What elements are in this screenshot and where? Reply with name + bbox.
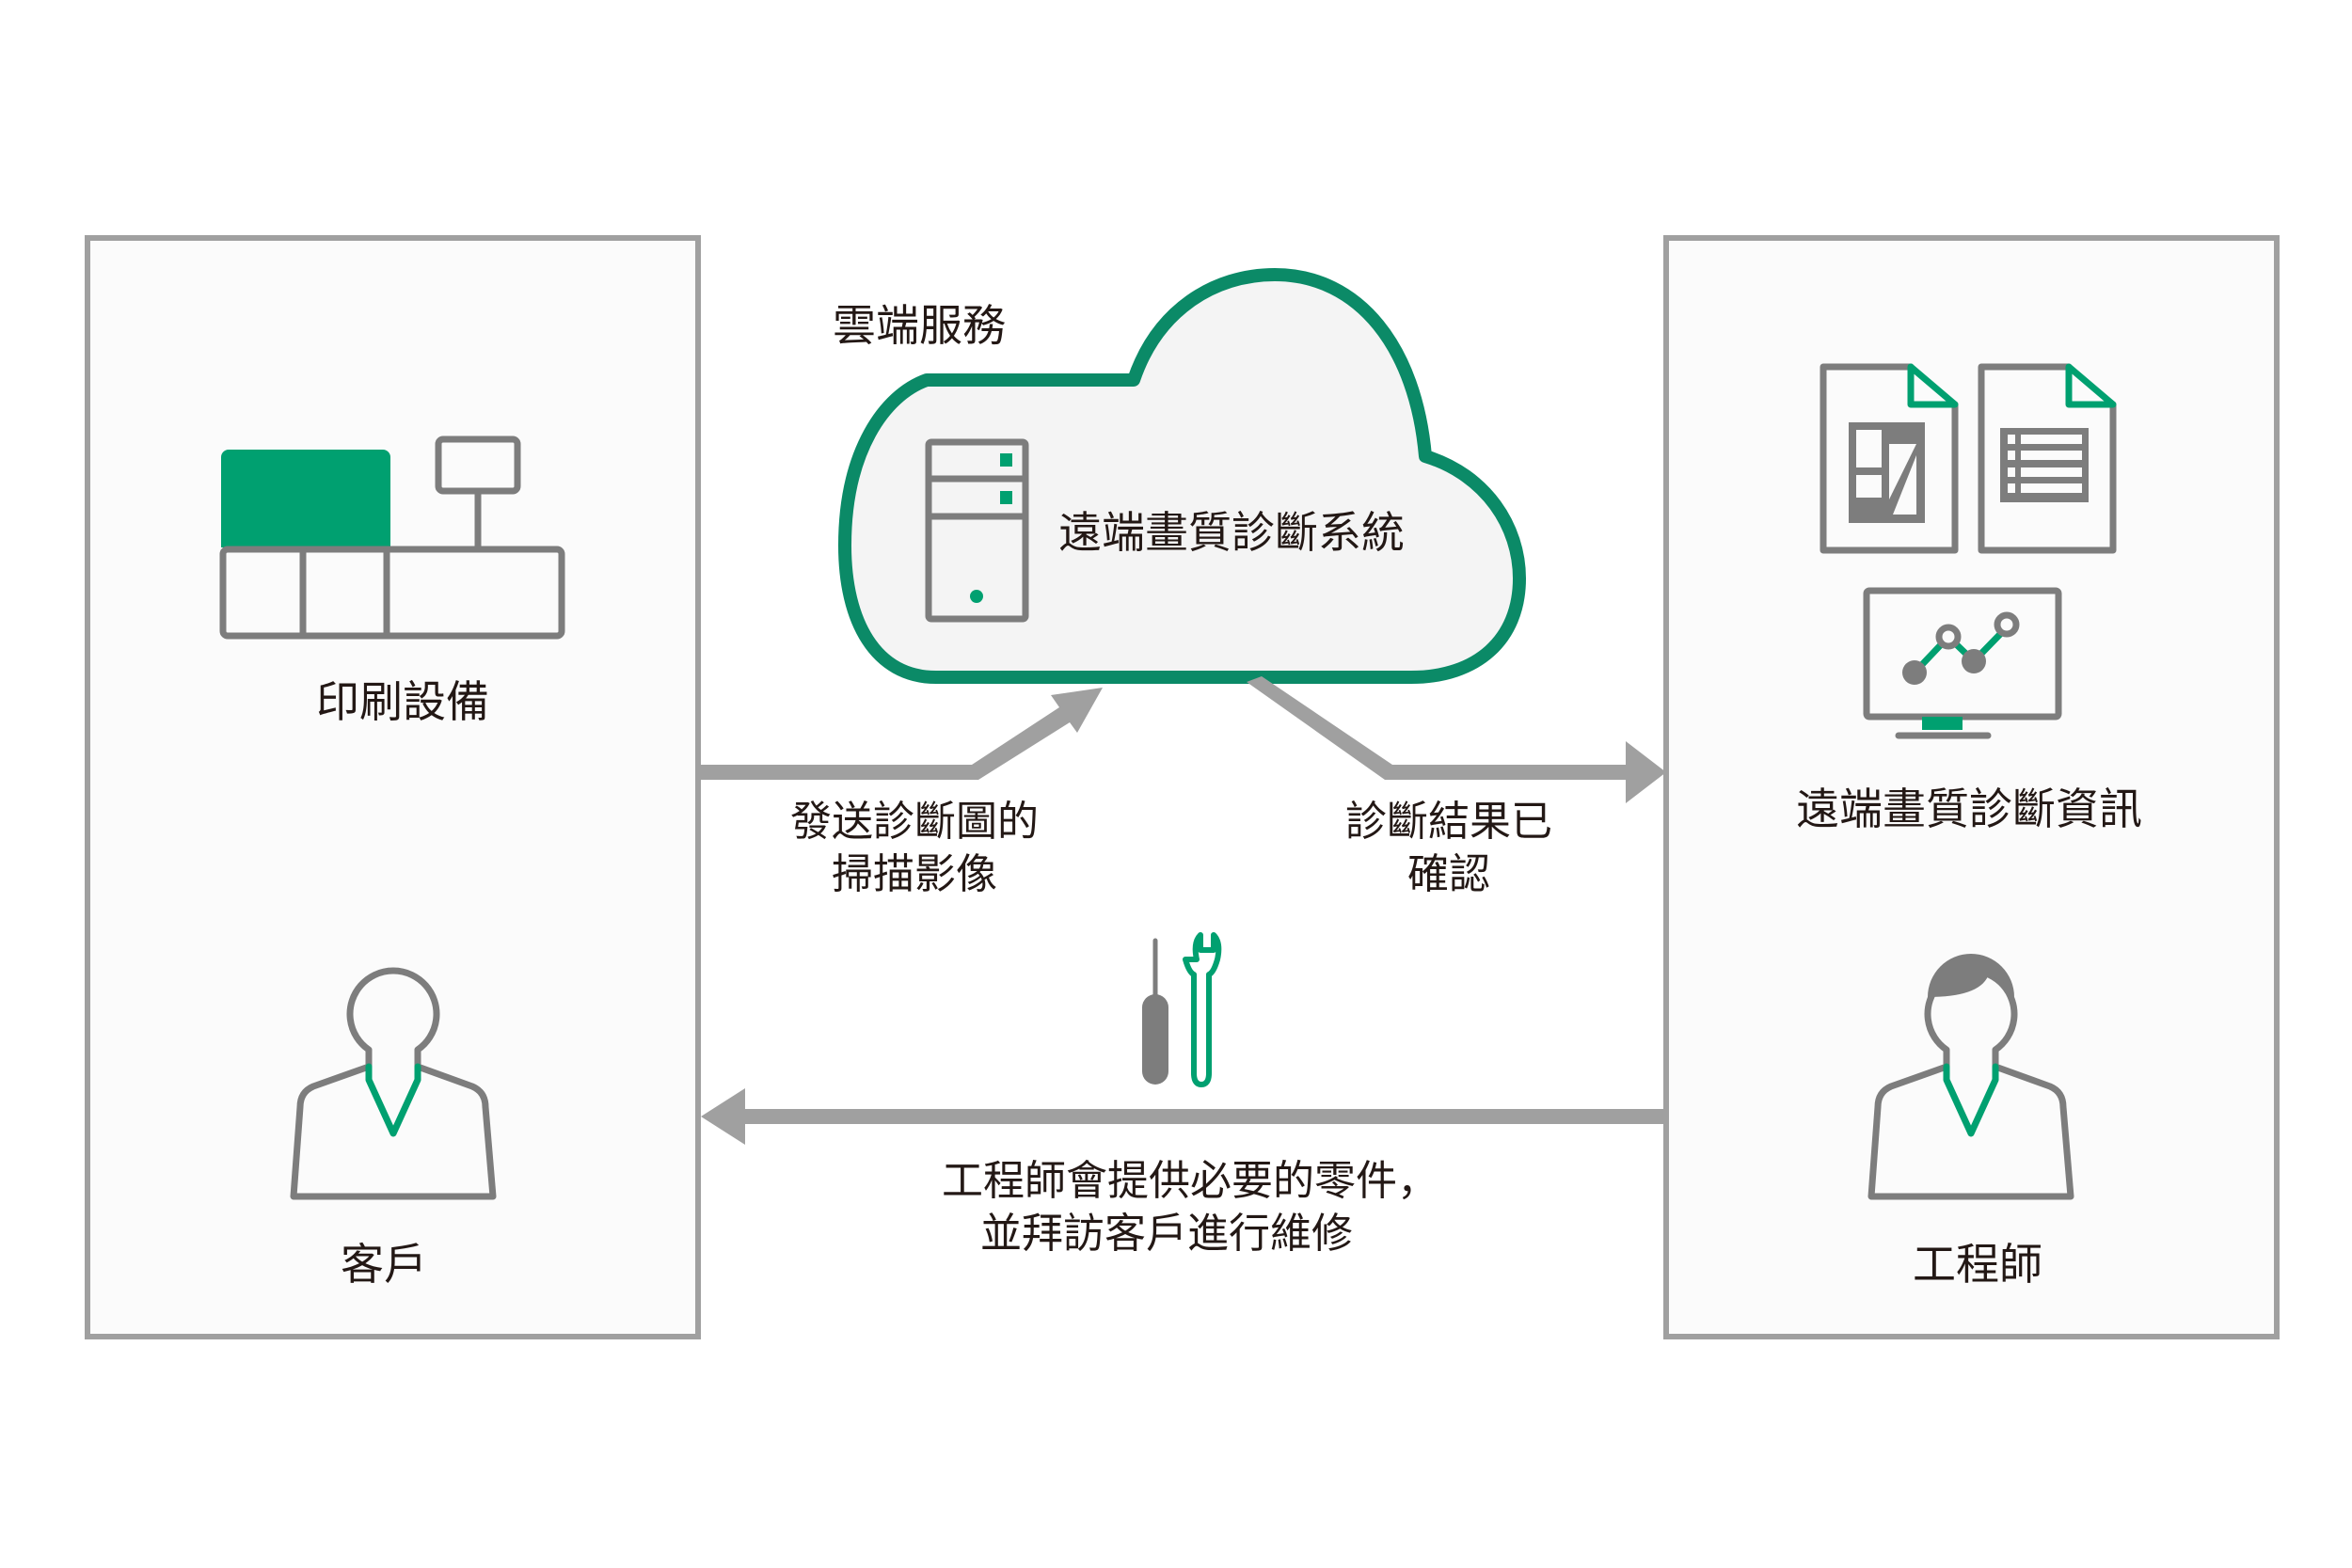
engineer-label: 工程師: [1913, 1239, 2042, 1290]
diagnosis-info-label: 遠端畫質診斷資訊: [1796, 784, 2142, 834]
cloud-shape: [838, 268, 1526, 684]
line-chart-monitor-icon: [1863, 587, 2062, 739]
diagnosis-system-label: 遠端畫質診斷系統: [1058, 507, 1405, 558]
customer-panel: 印刷設備 客戶: [85, 235, 701, 1339]
result-arrow: [1247, 676, 1666, 803]
chart-document-icon: [1820, 363, 1959, 554]
result-label-line2: 確認: [1407, 850, 1490, 898]
send-scan-arrow: [701, 688, 1103, 780]
engineer-visit-label-line1: 工程師會提供必要的零件，: [942, 1157, 1438, 1205]
engineer-visit-label-line2: 並拜訪客戶進行維修: [980, 1210, 1353, 1258]
send-scan-label-line2: 掃描影像: [832, 850, 997, 898]
printing-equipment-icon: [219, 436, 565, 640]
screwdriver-wrench-icon: [1142, 932, 1222, 1087]
result-label-line1: 診斷結果已: [1345, 798, 1552, 846]
cloud-service: 雲端服務 遠端畫質診斷系統: [833, 268, 1526, 684]
engineer-panel: 遠端畫質診斷資訊 工程師: [1663, 235, 2280, 1339]
engineer-visit-arrow: [701, 1088, 1666, 1145]
customer-panel-frame: [85, 235, 701, 1339]
table-document-icon: [1978, 363, 2117, 554]
equipment-label: 印刷設備: [316, 676, 489, 727]
customer-person-icon: [290, 967, 497, 1200]
customer-label: 客戶: [341, 1239, 427, 1290]
cloud-title: 雲端服務: [833, 300, 1006, 351]
engineer-person-icon: [1867, 954, 2074, 1200]
engineer-panel-frame: [1663, 235, 2280, 1339]
send-scan-label-line1: 發送診斷圖的: [790, 798, 1039, 846]
server-icon: [925, 438, 1029, 623]
